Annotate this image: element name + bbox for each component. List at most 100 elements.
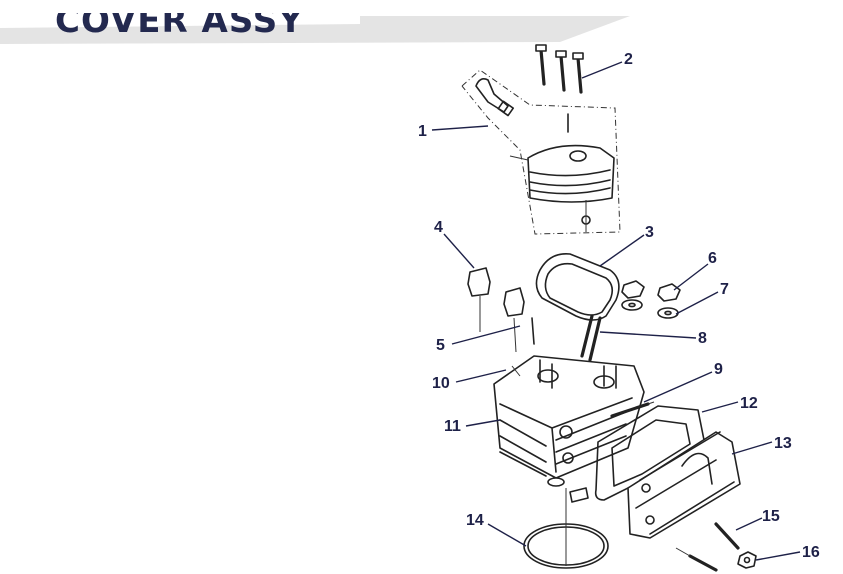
leader-11 — [465, 419, 501, 427]
leader-13 — [731, 441, 773, 455]
cover-bolts — [535, 44, 584, 94]
intake-manifold-edges — [635, 431, 735, 535]
manifold-bolts — [675, 522, 740, 572]
callout-7: 7 — [720, 281, 729, 298]
manifold-nut-hole — [743, 556, 751, 564]
intake-gasket-inner — [611, 419, 691, 487]
nut-right — [657, 283, 681, 302]
valve-cap-left — [467, 267, 491, 297]
callout-9: 9 — [714, 361, 723, 378]
intake-manifold-throat — [681, 452, 713, 485]
cover-bolt-head-3 — [572, 52, 584, 60]
rocker-boss-2 — [537, 369, 559, 383]
callout-1: 1 — [418, 123, 427, 140]
head-stud-tip — [647, 401, 655, 405]
leader-12 — [701, 401, 739, 413]
leader-14 — [487, 523, 527, 547]
head-bolt-hole — [559, 425, 573, 439]
washer-right-hole — [664, 310, 672, 316]
valve-seal-left — [547, 477, 565, 487]
cylinder-head-body — [493, 355, 645, 479]
cylinder-head-fins — [499, 419, 547, 477]
callout-15: 15 — [762, 508, 780, 525]
leader-6 — [673, 263, 709, 291]
breather-elbow — [475, 78, 509, 113]
valve-stems — [539, 359, 617, 389]
head-stud — [511, 365, 521, 377]
valve-cover-group — [461, 69, 621, 235]
cover-gasket — [535, 253, 620, 321]
nut-left — [621, 280, 645, 299]
callout-5: 5 — [436, 337, 445, 354]
leader-lines — [431, 61, 801, 561]
manifold-bolt-axis — [675, 547, 691, 557]
nuts-washers — [621, 280, 681, 319]
page-title: COVER ASSY — [55, 1, 304, 41]
valve-cover-body — [527, 144, 615, 203]
cover-bolt-head-1 — [535, 44, 547, 52]
washer-left-hole — [628, 302, 636, 308]
callout-11: 11 — [444, 418, 461, 435]
cover-bolt-2 — [559, 54, 566, 92]
leader-8 — [599, 331, 697, 339]
valve-caps — [467, 267, 535, 353]
leader-2 — [581, 61, 623, 79]
cover-gasket-inner — [544, 262, 614, 316]
head-studs — [610, 401, 655, 418]
leader-10 — [455, 369, 507, 383]
intake-manifold-body — [627, 431, 741, 539]
push-rod-2 — [588, 316, 602, 362]
callout-12: 12 — [740, 395, 758, 412]
leader-7 — [675, 291, 719, 315]
valve-cover-boss — [569, 150, 587, 162]
valve-cap-right-axis — [513, 317, 517, 353]
breather-fitting — [497, 100, 515, 117]
valve-cover-ribs — [529, 169, 611, 195]
valve-seal-right — [569, 487, 589, 503]
callout-10: 10 — [432, 375, 450, 392]
cover-bolt-head-2 — [555, 50, 567, 58]
manifold-hole-2 — [645, 515, 655, 525]
intake-manifold — [627, 431, 741, 539]
leader-3 — [599, 234, 645, 267]
cylinder-head-edges — [499, 397, 633, 473]
leader-4 — [443, 233, 475, 269]
valve-pin — [531, 317, 535, 345]
push-rod-1 — [580, 314, 594, 358]
cover-bolt-3 — [576, 56, 583, 94]
leader-15 — [735, 517, 763, 531]
valve-cap-right — [503, 287, 525, 317]
head-bolt-hole-2 — [562, 452, 574, 464]
callout-16: 16 — [802, 544, 820, 561]
cylinder-head — [493, 355, 645, 479]
leader-5 — [451, 325, 521, 345]
header-band — [0, 16, 630, 44]
callout-14: 14 — [466, 512, 484, 529]
intake-gasket — [594, 405, 705, 501]
manifold-hole-1 — [641, 483, 651, 493]
callout-3: 3 — [645, 224, 654, 241]
push-rods — [580, 314, 602, 362]
manifold-bolt-1 — [714, 522, 740, 550]
head-stud-1 — [610, 402, 650, 418]
callout-labels: 1 2 3 4 5 6 7 8 9 10 11 12 13 14 15 16 — [418, 51, 820, 561]
rocker-boss-1 — [593, 375, 615, 389]
manifold-bolt-2 — [688, 554, 718, 572]
callout-2: 2 — [624, 51, 633, 68]
callout-13: 13 — [774, 435, 792, 452]
seals — [523, 477, 609, 569]
callout-6: 6 — [708, 250, 717, 267]
leader-16 — [755, 551, 801, 561]
leader-1 — [431, 125, 489, 131]
washer-left — [621, 299, 643, 311]
cover-bolt-1 — [539, 48, 546, 86]
washer-right — [657, 307, 679, 319]
cover-pin — [509, 155, 529, 161]
leader-9 — [643, 371, 713, 403]
header-band-shape — [0, 16, 630, 44]
manifold-nut — [737, 551, 757, 569]
valve-cover-dashed-outline — [461, 69, 621, 235]
callout-4: 4 — [434, 219, 443, 236]
